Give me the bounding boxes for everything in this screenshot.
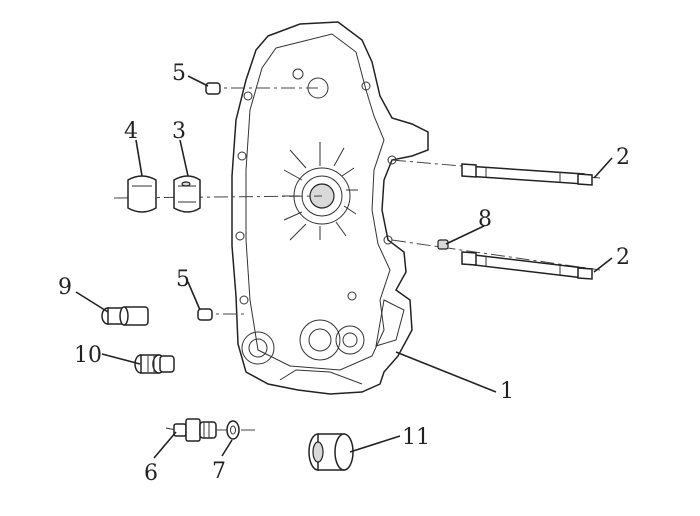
callout-9: 9 — [58, 275, 72, 300]
callout-2-upper: 2 — [616, 145, 630, 170]
callout-11: 11 — [402, 425, 430, 450]
callout-5-upper: 5 — [172, 61, 186, 86]
callout-6: 6 — [144, 461, 158, 486]
dowel-pin-upper-part — [205, 82, 318, 95]
bushing-part-11 — [308, 433, 354, 471]
stud-bolt-upper-part — [391, 159, 601, 186]
plug-pin-part-9 — [101, 306, 149, 326]
dowel-pin-lower-part — [197, 308, 244, 321]
plug-part-8 — [437, 239, 449, 250]
sensor-switch-part-6 — [165, 418, 256, 442]
crankcase-cover-part — [231, 21, 429, 395]
leader-lines — [75, 75, 613, 459]
stud-bolt-lower-part — [391, 239, 601, 280]
callout-1: 1 — [500, 379, 514, 404]
callout-7: 7 — [212, 459, 226, 484]
bearing-shell-part-3 — [173, 175, 201, 213]
drain-bolt-part-10 — [134, 354, 175, 374]
callout-3: 3 — [172, 119, 186, 144]
callout-2-lower: 2 — [616, 245, 630, 270]
callout-4: 4 — [124, 119, 138, 144]
bearing-shell-part-4 — [127, 175, 157, 213]
callout-10: 10 — [74, 343, 102, 368]
washer-part-7 — [226, 420, 240, 440]
callout-5-lower: 5 — [176, 267, 190, 292]
callout-8: 8 — [478, 207, 492, 232]
